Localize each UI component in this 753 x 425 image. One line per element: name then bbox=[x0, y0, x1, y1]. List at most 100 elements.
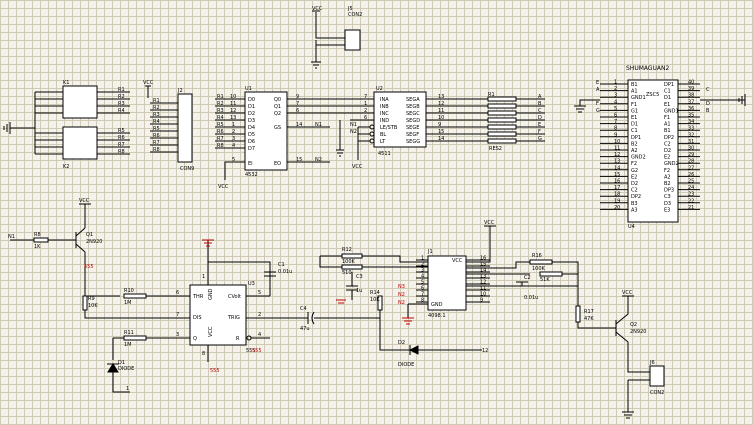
display-pin-label: GND1 bbox=[664, 108, 679, 114]
svg-text:R5: R5 bbox=[217, 122, 224, 128]
svg-text:10: 10 bbox=[438, 115, 444, 121]
display-pin-label: D2 bbox=[631, 181, 638, 187]
vcc-4098: VCC bbox=[484, 220, 495, 226]
display-pin-number: 1 bbox=[614, 80, 617, 86]
ic4532-input-labels: R1 R2 R3 R4 R5 R6 R7 R8 bbox=[217, 94, 224, 149]
res-r6-label: R6 bbox=[118, 135, 125, 141]
display-pin-label: F2 bbox=[664, 168, 670, 174]
ic4532-name: 4532 bbox=[245, 172, 258, 178]
display-pin-label: C1 bbox=[664, 89, 671, 95]
svg-text:555: 555 bbox=[210, 368, 220, 374]
resistor-r16 bbox=[529, 259, 553, 265]
display-pin-number: 7 bbox=[614, 119, 617, 125]
svg-text:10K: 10K bbox=[88, 303, 98, 309]
svg-text:SEGG: SEGG bbox=[406, 139, 420, 145]
display-pin-label: DP1 bbox=[664, 82, 674, 88]
svg-text:G: G bbox=[538, 136, 542, 142]
display-pin-number: 4 bbox=[614, 99, 617, 105]
ic4098-pin-number: 3 bbox=[421, 268, 424, 274]
svg-text:SEGB: SEGB bbox=[406, 104, 420, 110]
display-pin-label: B3 bbox=[631, 201, 638, 207]
svg-text:2N920: 2N920 bbox=[86, 239, 102, 245]
display-pin-label: GND2 bbox=[631, 155, 646, 161]
ic4098-pin-number: 1 bbox=[421, 256, 424, 262]
display-pin-number: 13 bbox=[614, 159, 620, 165]
svg-text:6: 6 bbox=[364, 115, 367, 121]
svg-text:F: F bbox=[596, 101, 599, 107]
display-pin-number: 6 bbox=[614, 113, 617, 119]
q2-ref: Q2 bbox=[630, 322, 637, 328]
resistor-r15 bbox=[539, 271, 563, 277]
svg-text:13: 13 bbox=[230, 115, 236, 121]
svg-text:14: 14 bbox=[438, 136, 444, 142]
ic4098-pin-number: 2 bbox=[421, 262, 424, 268]
svg-text:D: D bbox=[706, 101, 710, 107]
resistor-r12 bbox=[341, 253, 363, 259]
res-r7-label: R7 bbox=[118, 142, 125, 148]
capacitor-c3 bbox=[346, 272, 358, 300]
con9-pin-label: R5 bbox=[153, 126, 160, 132]
display-pin-label: GND1 bbox=[631, 95, 646, 101]
ic4532-ref: U1 bbox=[245, 86, 252, 92]
svg-text:LT: LT bbox=[380, 139, 386, 145]
svg-text:R17: R17 bbox=[584, 309, 594, 315]
svg-text:DIS: DIS bbox=[193, 315, 202, 321]
svg-text:7: 7 bbox=[296, 101, 299, 107]
j5-name: CON2 bbox=[348, 12, 362, 18]
ic4098-pin-number: 8 bbox=[421, 298, 424, 304]
ground-symbol bbox=[3, 122, 11, 134]
display-pin-number: 34 bbox=[688, 119, 694, 125]
con9-pin-label: R2 bbox=[153, 105, 160, 111]
res-r1-label: R1 bbox=[118, 87, 125, 93]
display-pin-label: A1 bbox=[664, 122, 671, 128]
display-pin-number: 40 bbox=[688, 80, 694, 86]
diode-d1 bbox=[107, 363, 119, 373]
svg-text:R1: R1 bbox=[217, 94, 224, 100]
display-pin-label: C3 bbox=[664, 194, 671, 200]
display-pin-label: DP2 bbox=[631, 194, 641, 200]
svg-text:A: A bbox=[596, 87, 600, 93]
display-pin-label: C1 bbox=[631, 128, 638, 134]
ic4511-out-pins: 13 12 11 10 9 15 14 bbox=[438, 94, 444, 142]
svg-text:R10: R10 bbox=[124, 288, 134, 294]
svg-text:E: E bbox=[596, 80, 599, 86]
ic4098-pin-number: 7 bbox=[421, 292, 424, 298]
svg-text:D4: D4 bbox=[248, 125, 255, 131]
svg-text:R2: R2 bbox=[217, 101, 224, 107]
svg-text:C4: C4 bbox=[300, 306, 307, 312]
display-pin-label: C2 bbox=[631, 188, 638, 194]
svg-text:12: 12 bbox=[482, 348, 488, 354]
svg-text:1u: 1u bbox=[356, 288, 362, 294]
display-pin-label: A1 bbox=[631, 89, 638, 95]
resistor-r11 bbox=[123, 335, 147, 341]
ic4098-pin-number: 6 bbox=[421, 286, 424, 292]
display-pin-number: 14 bbox=[614, 165, 620, 171]
ic4098-pin-number: 13 bbox=[480, 274, 486, 280]
display-pin-label: B2 bbox=[631, 141, 638, 147]
svg-text:5: 5 bbox=[232, 157, 235, 163]
display-pin-number: 24 bbox=[688, 185, 694, 191]
display-pin-number: 11 bbox=[614, 146, 620, 152]
svg-text:10: 10 bbox=[230, 94, 236, 100]
connector-j5: VCC J5 CON2 bbox=[311, 6, 362, 69]
svg-text:G: G bbox=[596, 108, 600, 114]
svg-text:0.01u: 0.01u bbox=[278, 269, 292, 275]
ic4098-pin-number: 9 bbox=[480, 298, 483, 304]
display-pin-label: C2 bbox=[664, 141, 671, 147]
svg-text:N1: N1 bbox=[350, 122, 357, 128]
svg-text:R11: R11 bbox=[124, 330, 134, 336]
svg-text:100K: 100K bbox=[342, 259, 356, 265]
svg-text:D3: D3 bbox=[248, 118, 255, 124]
svg-text:N2: N2 bbox=[398, 292, 405, 298]
ne555-ref: U3 bbox=[248, 281, 255, 287]
svg-text:INA: INA bbox=[380, 97, 389, 103]
display-pin-label: D3 bbox=[664, 201, 671, 207]
ic4098-pin-number: 16 bbox=[480, 256, 486, 262]
res-r5-label: R5 bbox=[118, 128, 125, 134]
display-pin-label: DP3 bbox=[664, 188, 674, 194]
svg-text:D6: D6 bbox=[248, 139, 255, 145]
svg-text:1: 1 bbox=[232, 122, 235, 128]
ic4532-pin-numbers: 10 11 12 13 1 2 3 4 bbox=[230, 94, 236, 149]
svg-text:D1: D1 bbox=[248, 104, 255, 110]
